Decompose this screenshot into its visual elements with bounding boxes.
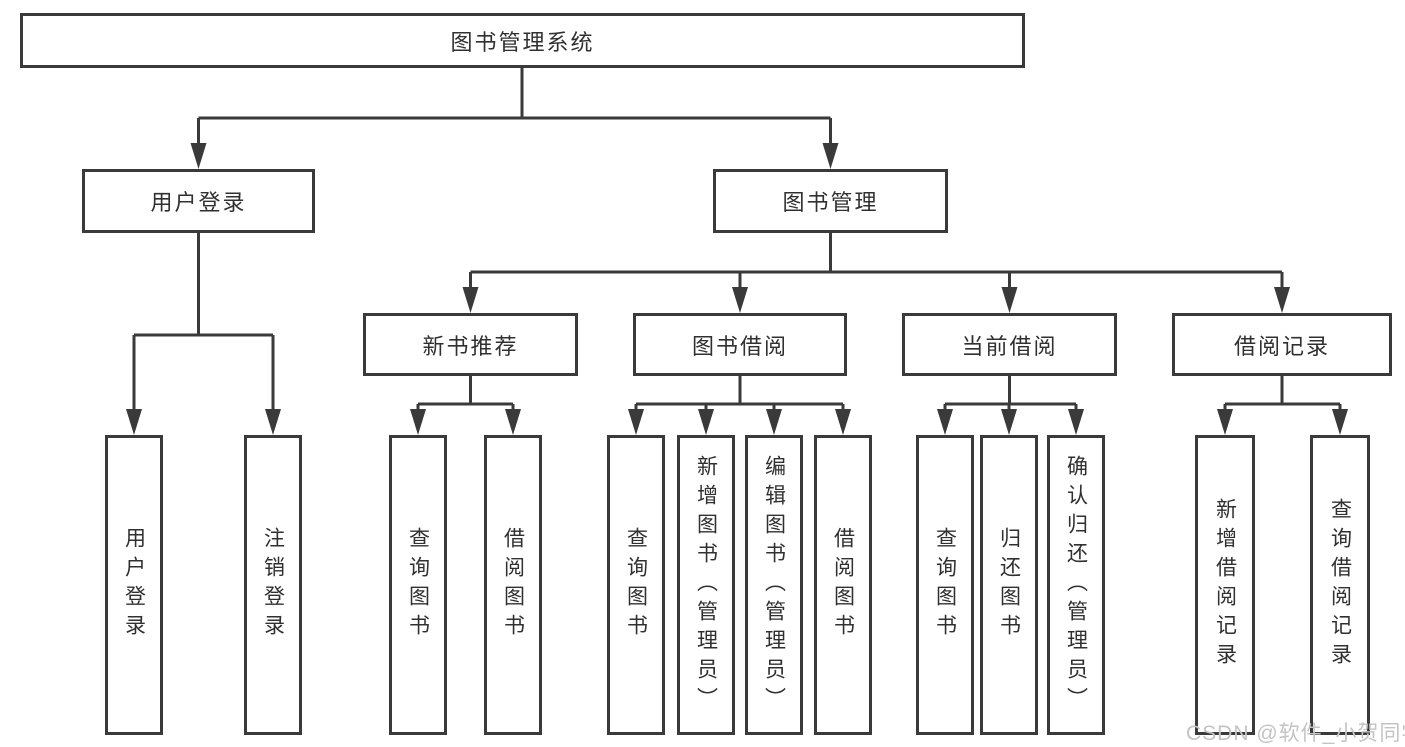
node-label: 查询图书 <box>933 527 957 643</box>
node-label: 新增图书（管理员） <box>694 454 718 716</box>
node-book-management: 图书管理 <box>713 169 948 233</box>
node-label: 借阅图书 <box>831 527 855 643</box>
node-label: 图书管理系统 <box>450 29 595 55</box>
leaf-user-login: 用户登录 <box>105 435 163 735</box>
csdn-watermark: CSDN @软件_小贺同学 <box>1186 722 1405 745</box>
node-user-login: 用户登录 <box>82 169 315 233</box>
node-book-borrowing: 图书借阅 <box>633 313 847 376</box>
node-label: 查询借阅记录 <box>1328 498 1352 672</box>
leaf-return-books: 归还图书 <box>980 435 1038 735</box>
node-borrowing-records: 借阅记录 <box>1172 313 1392 376</box>
node-label: 新增借阅记录 <box>1213 498 1237 672</box>
node-label: 图书管理 <box>782 190 879 215</box>
arrowheads <box>126 143 1348 435</box>
leaf-query-books-recommend: 查询图书 <box>389 435 447 735</box>
leaf-add-book-admin: 新增图书（管理员） <box>677 435 735 735</box>
node-current-borrowing: 当前借阅 <box>902 313 1117 376</box>
node-label: 当前借阅 <box>961 333 1058 359</box>
node-label: 查询图书 <box>406 527 430 643</box>
node-label: 图书借阅 <box>691 333 788 359</box>
leaf-add-borrow-record: 新增借阅记录 <box>1195 435 1255 735</box>
node-label: 借阅图书 <box>501 527 525 643</box>
node-label: 用户登录 <box>122 527 146 643</box>
node-root: 图书管理系统 <box>20 13 1025 68</box>
node-label: 新书推荐 <box>422 333 519 359</box>
leaf-confirm-return-admin: 确认归还（管理员） <box>1047 435 1105 735</box>
node-new-book-recommend: 新书推荐 <box>363 313 578 376</box>
leaf-logout: 注销登录 <box>244 435 302 735</box>
leaf-edit-book-admin: 编辑图书（管理员） <box>745 435 803 735</box>
node-label: 归还图书 <box>997 527 1021 643</box>
leaf-query-borrow-record: 查询借阅记录 <box>1310 435 1370 735</box>
node-label: 确认归还（管理员） <box>1064 454 1088 716</box>
node-label: 借阅记录 <box>1233 333 1330 359</box>
node-label: 编辑图书（管理员） <box>762 454 786 716</box>
leaf-borrow-books-borrowing: 借阅图书 <box>814 435 872 735</box>
leaf-borrow-books-recommend: 借阅图书 <box>484 435 542 735</box>
node-label: 查询图书 <box>624 527 648 643</box>
leaf-query-books-current: 查询图书 <box>916 435 974 735</box>
node-label: 用户登录 <box>150 190 247 215</box>
leaf-query-books-borrowing: 查询图书 <box>607 435 665 735</box>
node-label: 注销登录 <box>261 527 285 643</box>
